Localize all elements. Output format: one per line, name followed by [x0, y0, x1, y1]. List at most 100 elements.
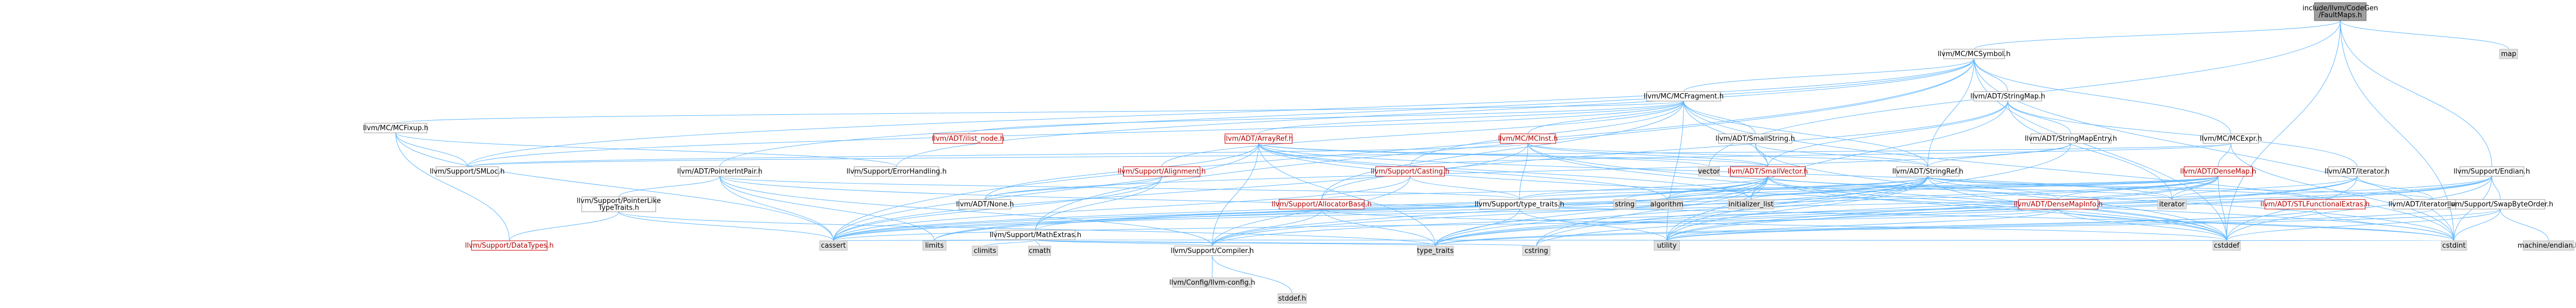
node-label: llvm/ADT/ilist_node.h — [932, 135, 1004, 143]
node-label: TypeTraits.h — [598, 204, 639, 212]
node-compiler[interactable]: llvm/Support/Compiler.h — [1170, 246, 1254, 256]
edge-densemapinfo-to-utility — [1666, 209, 2059, 241]
edge-adtstringmap-to-iterator — [2007, 101, 2358, 167]
node-iterator[interactable]: llvm/ADT/iterator.h — [2324, 166, 2389, 177]
edge-densemap-to-initializerlist — [1751, 176, 2219, 200]
node-box — [1028, 246, 1052, 256]
edge-endian-to-swapbyteorder — [2491, 176, 2501, 200]
edge-densemap-to-typetraitsstd — [1435, 176, 2219, 247]
node-label: llvm/Support/SwapByteOrder.h — [2447, 201, 2553, 209]
node-label: llvm/Support/MathExtras.h — [990, 231, 1082, 239]
node-mcfragment[interactable]: llvm/MC/MCFragment.h — [1644, 91, 1724, 102]
edge-pointerintpair-to-cstdint — [719, 176, 2454, 241]
edge-adtstringmap-to-allocatorbase — [1321, 101, 2008, 200]
node-map: map — [2499, 49, 2518, 59]
node-label: llvm/MC/MCFragment.h — [1644, 93, 1724, 101]
node-mcinst[interactable]: llvm/MC/MCInst.h — [1498, 133, 1558, 144]
node-typetraits[interactable]: llvm/Support/type_traits.h — [1475, 199, 1565, 210]
node-smallvector[interactable]: llvm/ADT/SmallVector.h — [1728, 166, 1808, 177]
node-pointerintpair[interactable]: llvm/ADT/PointerIntPair.h — [677, 166, 762, 177]
node-string: string — [1613, 199, 1636, 210]
node-datatypes[interactable]: llvm/Support/DataTypes.h — [465, 240, 554, 251]
node-box — [2499, 49, 2518, 59]
node-none[interactable]: llvm/ADT/None.h — [956, 199, 1014, 210]
node-alignment[interactable]: llvm/Support/Alignment.h — [1118, 166, 1206, 177]
node-root[interactable]: include/llvm/CodeGen/FaultMaps.h — [2302, 2, 2378, 21]
node-machineendian: machine/endian.h — [2518, 240, 2576, 251]
node-iteratorrange[interactable]: llvm/ADT/iterator_range.h — [2388, 199, 2477, 210]
node-box — [996, 230, 1076, 240]
edge-mcfragment-to-mcfixup — [395, 101, 1684, 124]
edge-arrayref-to-algorithm — [1258, 143, 1667, 200]
edge-adtstringmap-to-smallvector — [1768, 101, 2008, 167]
node-mcfixup[interactable]: llvm/MC/MCFixup.h — [363, 123, 429, 133]
edge-arrayref-to-compiler — [1212, 143, 1259, 247]
node-label: llvm/ADT/SmallVector.h — [1728, 168, 1808, 176]
node-casting[interactable]: llvm/Support/Casting.h — [1371, 166, 1449, 177]
node-densemapinfo[interactable]: llvm/ADT/DenseMapInfo.h — [2014, 199, 2103, 210]
edge-mcfixup-to-cassert — [395, 132, 834, 241]
edge-allocatorbase-to-typetraitsstd — [1321, 209, 1436, 247]
node-box — [1974, 91, 2042, 102]
node-mcexpr[interactable]: llvm/MC/MCExpr.h — [2200, 133, 2262, 144]
node-mathextras[interactable]: llvm/Support/MathExtras.h — [990, 230, 1082, 240]
node-box — [2212, 240, 2241, 251]
node-ilistnode[interactable]: llvm/ADT/ilist_node.h — [932, 133, 1005, 144]
edge-root-to-cstddef — [2226, 20, 2341, 241]
edge-arrayref-to-none — [984, 143, 1259, 200]
node-smloc[interactable]: llvm/Support/SMLoc.h — [430, 166, 505, 177]
edge-swapbyteorder-to-typetraitsstd — [1435, 209, 2501, 247]
edge-mcsymbol-to-stringref — [1927, 58, 1975, 167]
node-label: llvm/Support/Alignment.h — [1118, 168, 1206, 176]
node-box — [2523, 240, 2574, 251]
node-adtstringmap[interactable]: llvm/ADT/StringMap.h — [1970, 91, 2045, 102]
edge-root-to-mcsymbol — [1974, 20, 2341, 50]
node-smallstring[interactable]: llvm/ADT/SmallString.h — [1715, 133, 1795, 144]
node-climits: climits — [972, 246, 998, 256]
node-stringmapentry[interactable]: llvm/ADT/StringMapEntry.h — [2025, 133, 2117, 144]
node-box — [1500, 133, 1556, 144]
node-box — [972, 246, 998, 256]
node-swapbyteorder[interactable]: llvm/Support/SwapByteOrder.h — [2447, 199, 2553, 210]
edge-mcinst-to-cassert — [833, 143, 1529, 241]
node-allocatorbase[interactable]: llvm/Support/AllocatorBase.h — [1272, 199, 1372, 210]
node-arrayref[interactable]: llvm/ADT/ArrayRef.h — [1224, 133, 1293, 144]
node-box — [2441, 240, 2467, 251]
node-mcsymbol[interactable]: llvm/MC/MCSymbol.h — [1938, 49, 2011, 59]
node-box — [1277, 293, 1307, 304]
node-box — [1375, 166, 1445, 177]
node-label: machine/endian.h — [2518, 242, 2576, 250]
node-box — [2314, 2, 2367, 21]
edge-stlfunctionalextras-to-utility — [1666, 209, 2315, 241]
node-label: llvm/ADT/STLFunctionalExtras.h — [2261, 201, 2370, 209]
edge-mcfragment-to-allocatorbase — [1321, 101, 1684, 200]
edge-arrayref-to-vector — [1258, 143, 1709, 167]
edge-mathextras-to-climits — [984, 239, 1036, 247]
edge-endian-to-typetraitsstd — [1435, 176, 2493, 247]
node-box — [1718, 133, 1792, 144]
edge-pointerliketypetraits-to-typetraitsstd — [618, 211, 1436, 247]
edge-casting-to-cassert — [833, 176, 1410, 241]
edge-stringref-to-typetraitsstd — [1435, 176, 1928, 247]
node-label: llvm/ADT/ArrayRef.h — [1224, 135, 1293, 143]
node-box — [680, 166, 760, 177]
edge-stringref-to-stlfunctionalextras — [1927, 176, 2315, 200]
node-label: /FaultMaps.h — [2319, 12, 2362, 20]
node-algorithm: algorithm — [1650, 199, 1684, 210]
edge-mcinst-to-smloc — [467, 143, 1529, 167]
edge-stringref-to-cstring — [1536, 176, 1928, 247]
edge-iterator-to-iteratorrange — [2357, 176, 2433, 200]
edges-layer — [395, 20, 2549, 294]
node-box — [2459, 166, 2524, 177]
node-endian[interactable]: llvm/Support/Endian.h — [2453, 166, 2530, 177]
node-box — [2328, 166, 2386, 177]
node-box — [1174, 246, 1250, 256]
node-stlfunctionalextras[interactable]: llvm/ADT/STLFunctionalExtras.h — [2261, 199, 2370, 210]
node-utility: utility — [1653, 240, 1680, 251]
node-stringref[interactable]: llvm/ADT/StringRef.h — [1892, 166, 1964, 177]
edge-root-to-endian — [2340, 20, 2493, 167]
node-box — [435, 166, 499, 177]
node-errorhandling[interactable]: llvm/Support/ErrorHandling.h — [847, 166, 947, 177]
node-densemap[interactable]: llvm/ADT/DenseMap.h — [2180, 166, 2256, 177]
